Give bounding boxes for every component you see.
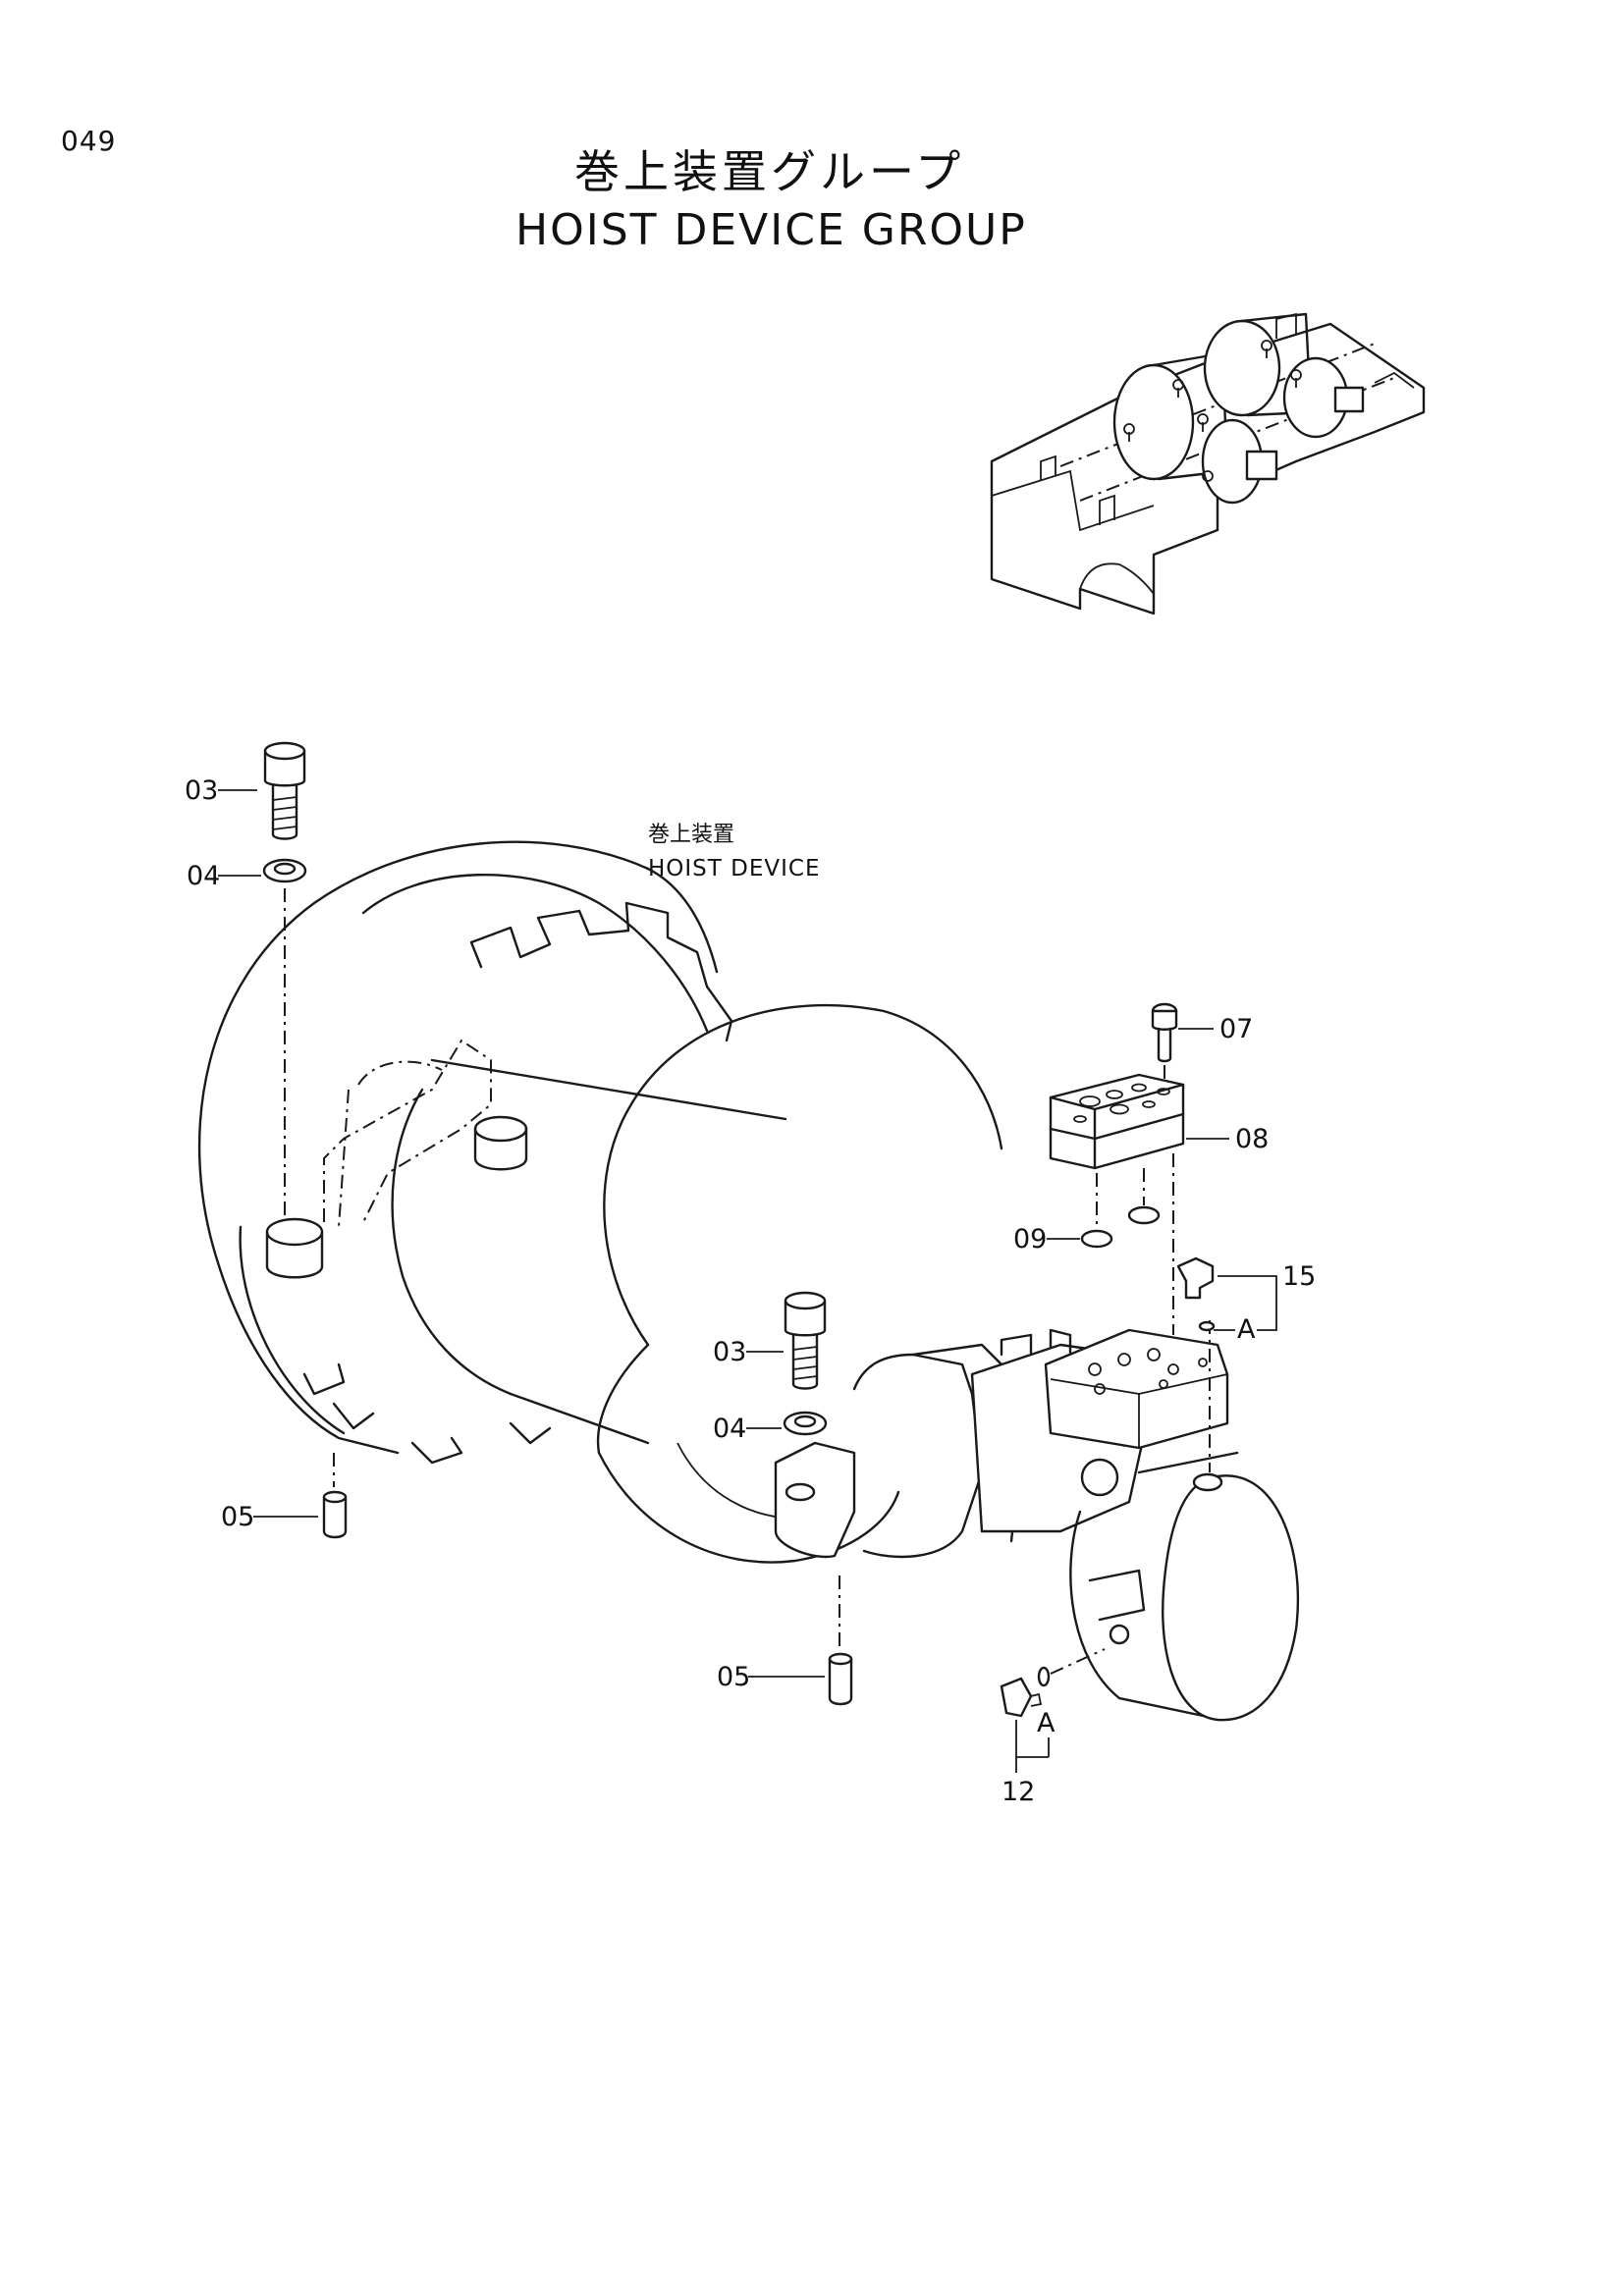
page-title-japanese: 巻上装置グループ: [574, 145, 965, 198]
callout-08: 08: [1235, 1124, 1270, 1154]
pin-05-bottom: [828, 1575, 853, 1706]
leader-lines: [218, 789, 1277, 1773]
washer-04-middle: [783, 1411, 828, 1436]
hoist-drum: [197, 840, 1003, 1564]
hoist-motor: [774, 1328, 1300, 1722]
bolt-03-middle: [784, 1291, 827, 1390]
callout-04-top: 04: [187, 861, 221, 891]
callout-07: 07: [1219, 1014, 1254, 1044]
callout-12: 12: [1001, 1777, 1036, 1807]
callout-04-middle: 04: [713, 1414, 747, 1444]
bolt-03-top: [263, 741, 306, 840]
o-ring-09: [1080, 1153, 1211, 1472]
valve-block-08: [1049, 1073, 1185, 1170]
bolt-07: [1151, 1002, 1178, 1090]
callout-05-bottom: 05: [717, 1662, 751, 1692]
callout-a-right: A: [1237, 1314, 1256, 1345]
callout-03-top: 03: [185, 775, 219, 806]
callout-03-middle: 03: [713, 1337, 747, 1367]
overview-thumbnail: [990, 312, 1426, 615]
page-title-english: HOIST DEVICE GROUP: [515, 205, 1027, 255]
callout-09: 09: [1013, 1224, 1048, 1255]
callout-15: 15: [1282, 1261, 1317, 1292]
fitting-12: [1000, 1648, 1106, 1718]
subassembly-label-japanese: 巻上装置: [648, 823, 735, 847]
pin-05-left: [322, 1453, 348, 1539]
page-number: 049: [61, 125, 117, 157]
elbow-fitting-15: [1176, 1256, 1216, 1332]
callout-a-bottom: A: [1037, 1708, 1056, 1738]
washer-04-top: [262, 858, 307, 883]
subassembly-label-english: HOIST DEVICE: [648, 856, 821, 881]
callout-05-left: 05: [221, 1502, 255, 1532]
